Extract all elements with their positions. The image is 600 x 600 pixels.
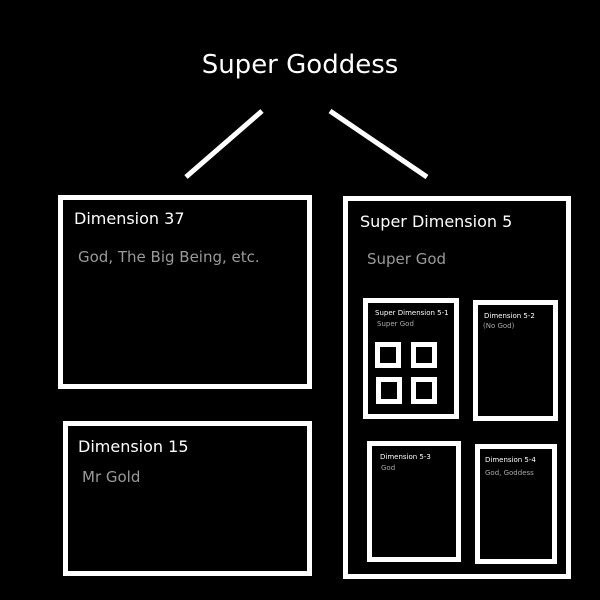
dimension-37-sub: God, The Big Being, etc. (78, 248, 260, 266)
dimension-5-4-label: Dimension 5-4 (485, 456, 536, 464)
box-dimension-15 (63, 421, 312, 576)
inner-square (376, 377, 402, 404)
box-dimension-5-4 (475, 444, 557, 564)
dimension-5-4-sub: God, Goddess (485, 469, 534, 477)
box-dimension-37 (58, 195, 312, 389)
dimension-15-label: Dimension 15 (78, 437, 189, 456)
inner-square (411, 377, 437, 404)
connector-left (184, 109, 264, 179)
box-dimension-5-3 (367, 441, 461, 562)
dimension-5-2-label: Dimension 5-2 (484, 312, 535, 320)
super-dimension-5-1-label: Super Dimension 5-1 (375, 309, 449, 317)
super-dimension-5-1-sub: Super God (377, 320, 414, 328)
diagram-title: Super Goddess (201, 50, 399, 80)
dimension-37-label: Dimension 37 (74, 209, 185, 228)
connector-right (328, 108, 429, 180)
super-dimension-5-sub: Super God (367, 250, 447, 268)
inner-square (411, 342, 437, 368)
box-dimension-5-2 (473, 300, 558, 421)
super-dimension-5-label: Super Dimension 5 (360, 212, 513, 231)
inner-square (375, 342, 401, 368)
dimension-15-sub: Mr Gold (82, 468, 141, 486)
dimension-5-3-sub: God (381, 464, 396, 472)
dimension-5-3-label: Dimension 5-3 (380, 453, 431, 461)
dimension-5-2-sub: (No God) (483, 322, 515, 330)
